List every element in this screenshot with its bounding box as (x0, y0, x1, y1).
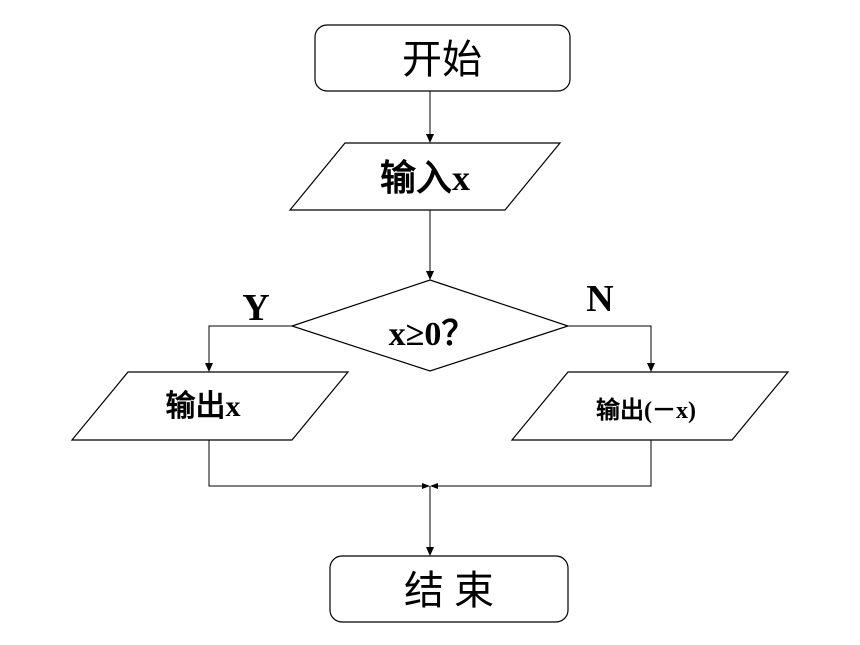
yes-branch-label: Y (242, 287, 269, 329)
arrow-head (422, 483, 430, 489)
end-box (329, 555, 569, 623)
output-right-parallelogram (510, 371, 790, 441)
end-node: 结 束 (329, 555, 569, 623)
decision-label: x≥0？ (389, 316, 476, 353)
output-left-parallelogram (70, 371, 350, 441)
connector-line (208, 325, 292, 365)
input-node: 输入x (288, 142, 562, 211)
connector-start-input (426, 91, 434, 143)
arrow-head (426, 271, 434, 280)
connector-line-left (208, 440, 424, 487)
decision-node: x≥0？ (290, 279, 570, 372)
arrow-head (426, 134, 434, 143)
start-node: 开始 (314, 24, 571, 92)
connector-decision-right (568, 325, 655, 372)
arrow-head (205, 363, 213, 372)
input-label: 输入x (380, 158, 470, 198)
connector-merge (208, 440, 652, 556)
start-box (314, 24, 571, 92)
end-label: 结 束 (404, 568, 494, 613)
arrow-head (430, 483, 438, 489)
input-parallelogram (288, 142, 562, 211)
connector-decision-left (205, 325, 292, 372)
connector-input-decision (426, 210, 434, 280)
arrow-head (647, 363, 655, 372)
connector-line-right (436, 440, 652, 487)
start-label: 开始 (402, 37, 482, 82)
output-left-node: 输出x (70, 371, 350, 441)
decision-diamond (290, 279, 570, 372)
arrow-head (426, 547, 434, 556)
output-right-node: 输出(－x) (510, 371, 790, 441)
output-right-label: 输出(－x) (596, 396, 696, 424)
no-branch-label: N (586, 278, 613, 320)
output-left-label: 输出x (166, 390, 241, 423)
connector-line (568, 325, 652, 365)
